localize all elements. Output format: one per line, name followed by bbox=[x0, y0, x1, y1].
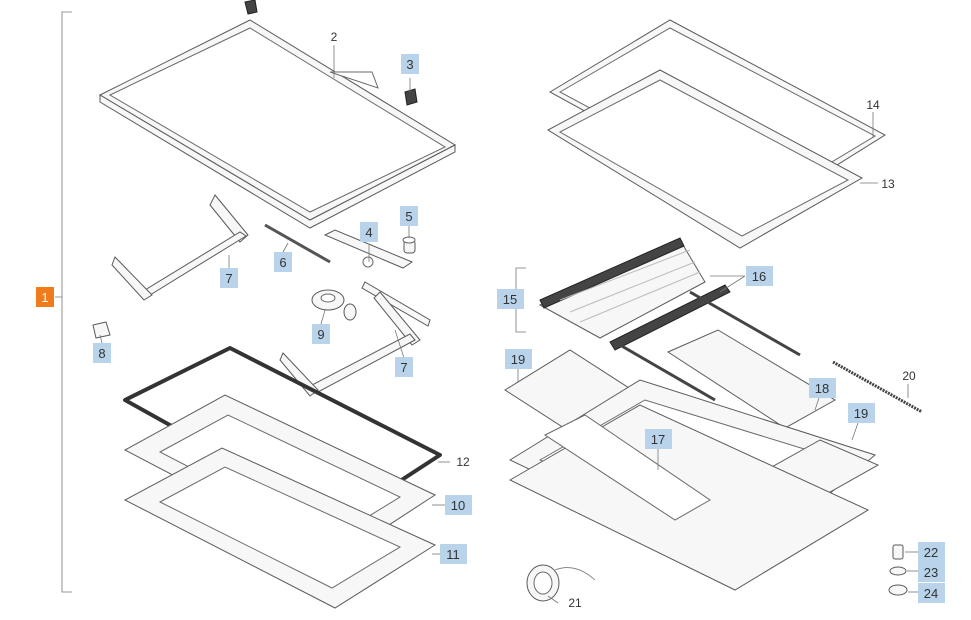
panel-part-18 bbox=[666, 329, 836, 429]
svg-text:18: 18 bbox=[815, 381, 829, 396]
arm-part-left bbox=[111, 194, 249, 301]
lid-part bbox=[98, 19, 457, 229]
svg-text:5: 5 bbox=[405, 209, 412, 224]
svg-text:19: 19 bbox=[854, 406, 868, 421]
callout-14: 14 bbox=[866, 98, 880, 112]
callout-23: 23 bbox=[918, 562, 945, 582]
svg-text:7: 7 bbox=[225, 271, 232, 286]
callout-13: 13 bbox=[881, 177, 895, 191]
callout-4: 4 bbox=[360, 222, 378, 242]
clip-part-top bbox=[244, 0, 258, 15]
callout-22: 22 bbox=[918, 542, 945, 562]
callout-24: 24 bbox=[918, 583, 945, 603]
svg-text:15: 15 bbox=[503, 292, 517, 307]
callout-5: 5 bbox=[400, 206, 418, 226]
callout-7-upper: 7 bbox=[220, 268, 238, 288]
panel-part-17-strip bbox=[543, 414, 711, 521]
cylinder-part-5 bbox=[402, 236, 416, 254]
frame-part-13 bbox=[546, 69, 864, 249]
arm-part-right bbox=[279, 281, 431, 397]
blind-part-15 bbox=[538, 237, 706, 339]
callout-3: 3 bbox=[401, 54, 419, 74]
callout-17: 17 bbox=[645, 429, 672, 449]
svg-text:19: 19 bbox=[511, 352, 525, 367]
rod-part-20 bbox=[832, 360, 923, 414]
svg-text:23: 23 bbox=[924, 565, 938, 580]
svg-text:8: 8 bbox=[98, 346, 105, 361]
svg-text:24: 24 bbox=[924, 586, 938, 601]
svg-text:11: 11 bbox=[446, 547, 460, 562]
callout-11: 11 bbox=[440, 544, 467, 564]
callout-20: 20 bbox=[902, 369, 916, 383]
rod-part-16 bbox=[609, 284, 801, 402]
svg-text:6: 6 bbox=[279, 255, 286, 270]
callout-8: 8 bbox=[93, 343, 111, 363]
callout-19-right: 19 bbox=[848, 403, 875, 423]
svg-text:1: 1 bbox=[41, 290, 48, 305]
callout-18: 18 bbox=[809, 378, 836, 398]
callout-1: 1 bbox=[36, 287, 54, 307]
sleeve-part-22 bbox=[892, 544, 904, 560]
svg-text:7: 7 bbox=[400, 360, 407, 375]
sensor-part-21 bbox=[526, 564, 596, 602]
svg-text:17: 17 bbox=[651, 432, 665, 447]
callout-16: 16 bbox=[746, 266, 773, 286]
cap-part-24 bbox=[888, 584, 908, 596]
callout-9: 9 bbox=[312, 324, 330, 344]
svg-text:9: 9 bbox=[317, 327, 324, 342]
frame-part-11 bbox=[123, 447, 437, 609]
svg-text:4: 4 bbox=[365, 225, 372, 240]
callout-7-lower: 7 bbox=[395, 357, 413, 377]
callout-12: 12 bbox=[456, 455, 470, 469]
leader-lines bbox=[99, 45, 920, 604]
svg-text:22: 22 bbox=[924, 545, 938, 560]
svg-text:16: 16 bbox=[752, 269, 766, 284]
callout-2: 2 bbox=[331, 30, 338, 44]
callout-6: 6 bbox=[274, 252, 292, 272]
svg-text:10: 10 bbox=[451, 498, 465, 513]
bracket-part-4 bbox=[323, 229, 414, 269]
callout-15: 15 bbox=[497, 289, 524, 309]
callout-21: 21 bbox=[568, 596, 582, 610]
clip-part-8 bbox=[92, 321, 111, 339]
knob-part-9 bbox=[311, 289, 357, 321]
assembly-bracket bbox=[55, 11, 72, 593]
clip-part-3 bbox=[404, 88, 418, 106]
callout-10: 10 bbox=[445, 495, 472, 515]
rod-part-6 bbox=[264, 223, 331, 264]
svg-text:3: 3 bbox=[406, 57, 413, 72]
washer-part-23 bbox=[889, 566, 907, 576]
callout-19-left: 19 bbox=[505, 349, 532, 369]
